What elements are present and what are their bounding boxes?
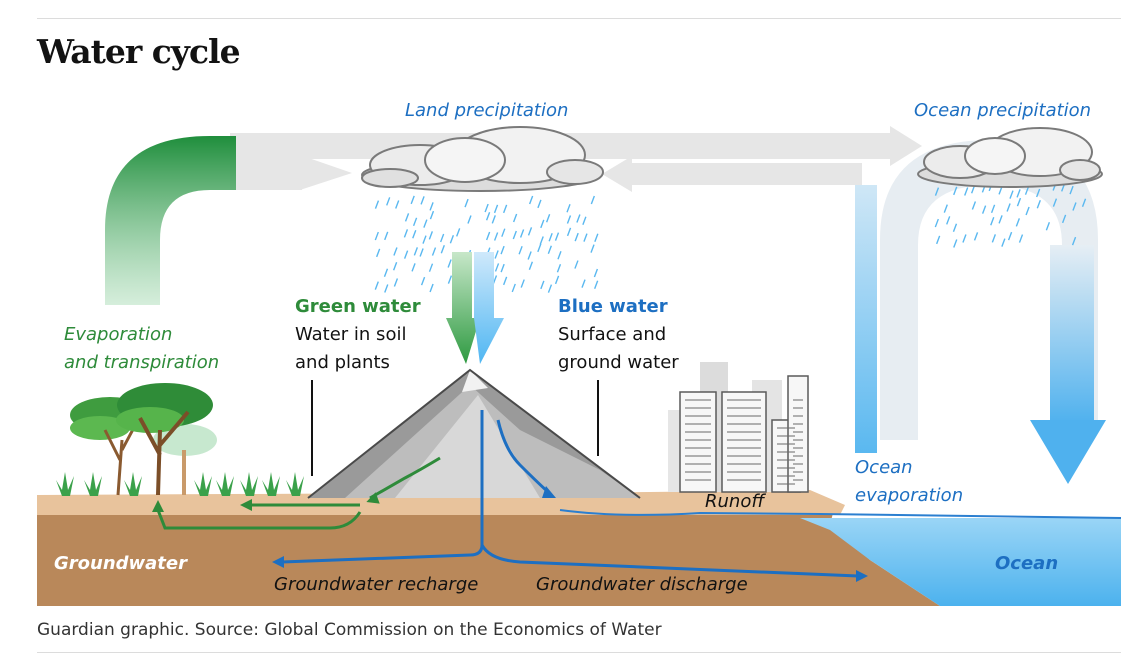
grey-arrow-right-icon xyxy=(890,126,922,166)
sea xyxy=(800,518,1121,606)
top-rule xyxy=(37,18,1121,19)
evaporation-label-line2: and transpiration xyxy=(64,352,219,373)
green-arrowhead-3-icon xyxy=(152,500,164,512)
grey-arrow-left-icon xyxy=(602,156,632,192)
land-rain xyxy=(374,195,599,293)
ocean-precip-shaft xyxy=(1050,245,1094,423)
ocean-evaporation-arrow xyxy=(855,185,877,453)
soil-layer xyxy=(37,495,940,606)
ocean-precip-arrow-icon xyxy=(1030,420,1106,484)
evaporation-arrow xyxy=(105,136,236,305)
land-cloud-icon xyxy=(361,126,604,192)
mountain xyxy=(307,368,641,499)
blue-arrowhead-recharge-icon xyxy=(272,556,284,568)
soil-topsoil xyxy=(37,490,845,515)
blue-water-title: Blue water xyxy=(558,296,668,317)
grass xyxy=(56,472,304,496)
groundwater-discharge-label: Groundwater discharge xyxy=(536,574,748,595)
grey-arrow-to-cloud-icon xyxy=(300,155,352,190)
groundwater-label: Groundwater xyxy=(54,553,188,574)
green-water-arrow xyxy=(446,252,480,364)
page-title: Water cycle xyxy=(37,32,241,71)
ocean-evaporation-line1: Ocean xyxy=(855,457,913,478)
green-water-line1: Water in soil xyxy=(295,324,406,345)
blue-water-flows xyxy=(281,410,859,578)
ocean-label: Ocean xyxy=(995,553,1058,574)
ocean-cloud-icon xyxy=(917,127,1103,188)
blue-water-line1: Surface and xyxy=(558,324,666,345)
green-arrowhead-2-icon xyxy=(240,499,252,511)
blue-arrowhead-runoff-icon xyxy=(542,486,556,498)
sea-surface xyxy=(559,509,1122,519)
city xyxy=(668,362,809,493)
ocean-precipitation-label: Ocean precipitation xyxy=(914,100,1091,121)
blue-water-arrow xyxy=(474,252,504,364)
blue-arrowhead-discharge-icon xyxy=(856,570,868,582)
bottom-rule xyxy=(37,652,1121,653)
grey-band-mid xyxy=(632,163,862,185)
green-water-title: Green water xyxy=(295,296,421,317)
land-precipitation-label: Land precipitation xyxy=(405,100,568,121)
green-water-flows xyxy=(156,456,441,530)
green-water-line2: and plants xyxy=(295,352,390,373)
evaporation-label-line1: Evaporation xyxy=(64,324,172,345)
grey-band-left xyxy=(230,155,302,190)
ocean-evaporation-line2: evaporation xyxy=(855,485,963,506)
caption: Guardian graphic. Source: Global Commiss… xyxy=(37,620,662,640)
groundwater-recharge-label: Groundwater recharge xyxy=(274,574,478,595)
blue-water-line2: ground water xyxy=(558,352,679,373)
trees xyxy=(70,383,217,496)
ocean-rain xyxy=(934,182,1087,248)
green-arrowhead-1-icon xyxy=(366,492,380,504)
runoff-label: Runoff xyxy=(705,491,766,512)
